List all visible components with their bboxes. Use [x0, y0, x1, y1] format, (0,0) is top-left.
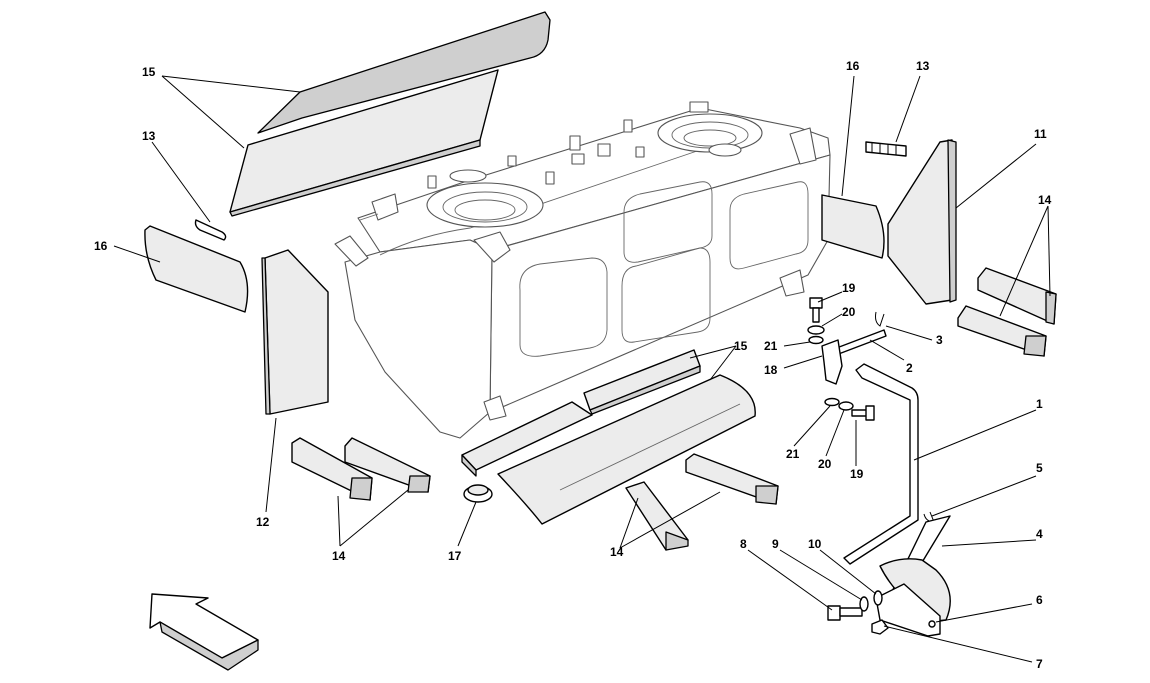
rod-13-right	[865, 141, 907, 157]
bolt-8	[827, 605, 863, 621]
callout-15: 15	[734, 339, 748, 353]
callout-5: 5	[1036, 461, 1043, 475]
callout-14: 14	[332, 549, 346, 563]
block-14-lower-b	[685, 453, 779, 505]
callout-13: 13	[142, 129, 156, 143]
callout-labels: 15 13 16 12 14 17 15 14 16 13 11 14 19 2…	[94, 59, 1052, 671]
lever-1	[843, 363, 919, 565]
curved-panel-16-left	[144, 225, 249, 313]
callout-16: 16	[94, 239, 108, 253]
washer-9	[859, 596, 869, 612]
callout-14: 14	[1038, 193, 1052, 207]
callout-13: 13	[916, 59, 930, 73]
pedal-6	[879, 558, 951, 623]
callout-15: 15	[142, 65, 156, 79]
callout-6: 6	[1036, 593, 1043, 607]
callout-11: 11	[1034, 127, 1047, 141]
callout-4: 4	[1036, 527, 1043, 541]
washer-21-lower	[824, 397, 840, 407]
washer-10	[873, 590, 883, 606]
block-14-right-a	[977, 267, 1057, 325]
block-14-left-b	[344, 437, 431, 493]
callout-7: 7	[1036, 657, 1043, 671]
callout-20: 20	[842, 305, 856, 319]
callout-16: 16	[846, 59, 860, 73]
bracket-18	[821, 339, 843, 385]
callout-17: 17	[448, 549, 462, 563]
callout-14: 14	[610, 545, 624, 559]
grommet-17	[463, 484, 493, 503]
side-panel-12	[264, 249, 329, 415]
fuel-tank	[334, 101, 831, 439]
callout-20: 20	[818, 457, 832, 471]
side-panel-11	[887, 139, 953, 305]
direction-arrow	[149, 593, 259, 671]
callout-9: 9	[772, 537, 779, 551]
washer-20-upper	[807, 325, 825, 335]
curved-panel-16-right	[821, 194, 885, 259]
callout-19: 19	[842, 281, 856, 295]
callout-12: 12	[256, 515, 270, 529]
nut-7	[871, 619, 889, 635]
callout-1: 1	[1036, 397, 1043, 411]
lower-panel-15-c	[497, 374, 756, 525]
callout-18: 18	[764, 363, 778, 377]
callout-8: 8	[740, 537, 747, 551]
washer-20-lower	[838, 401, 854, 411]
hinge-bracket	[875, 583, 941, 637]
bolt-19-lower	[851, 405, 875, 421]
callout-21: 21	[764, 339, 778, 353]
callout-2: 2	[906, 361, 913, 375]
upper-panel-15-rear	[257, 11, 551, 134]
callout-3: 3	[936, 333, 943, 347]
callout-19: 19	[850, 467, 864, 481]
pin-3	[875, 311, 885, 327]
rod-13-left	[194, 219, 227, 241]
callout-10: 10	[808, 537, 822, 551]
bolt-19-upper	[809, 297, 823, 323]
callout-21: 21	[786, 447, 800, 461]
washer-21-upper	[808, 335, 824, 345]
block-14-left-a	[291, 437, 373, 501]
block-14-right-b	[957, 305, 1047, 357]
leader-lines	[113, 75, 1051, 663]
